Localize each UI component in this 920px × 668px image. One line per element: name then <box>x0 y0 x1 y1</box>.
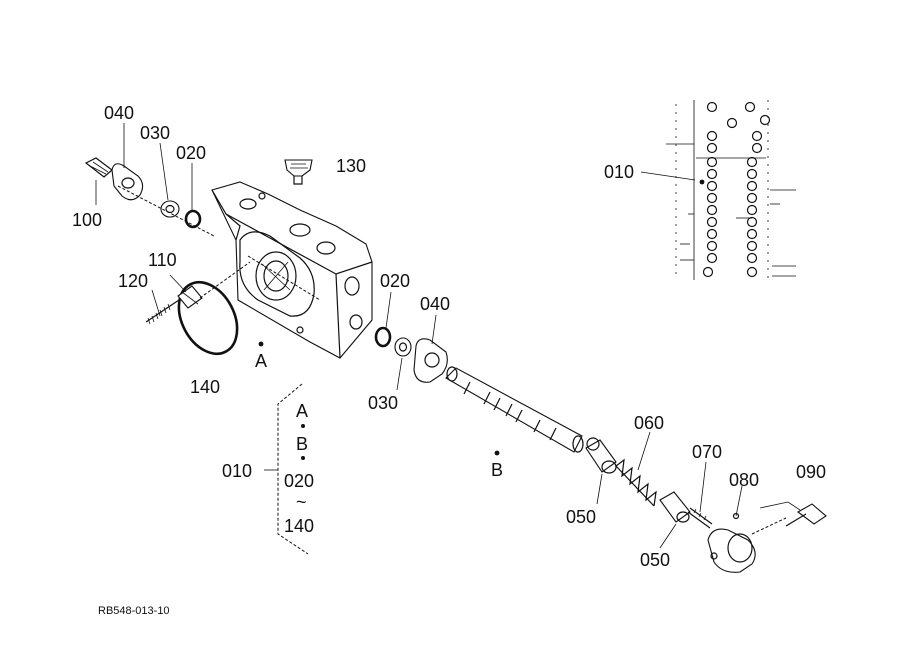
guide-line-1 <box>199 261 251 299</box>
label-060: 060 <box>634 413 664 433</box>
label-040-top: 040 <box>104 103 134 123</box>
cover-080 <box>707 512 756 573</box>
label-130: 130 <box>336 156 366 176</box>
washer-030-mid <box>394 337 412 357</box>
label-100: 100 <box>72 210 102 230</box>
valve-body <box>211 181 373 359</box>
bracket-dot-2 <box>301 456 305 460</box>
dot-A <box>258 341 264 347</box>
spool <box>445 366 584 453</box>
label-030-top: 030 <box>140 123 170 143</box>
plate-040-top <box>111 163 144 201</box>
plug-130 <box>284 159 313 185</box>
seat-050-upper <box>585 437 617 474</box>
label-140: 140 <box>190 377 220 397</box>
oring-020-mid <box>374 326 392 348</box>
bolt-100 <box>84 157 113 178</box>
dot-B <box>494 450 500 456</box>
guide-line-2 <box>117 185 215 237</box>
label-020-top: 020 <box>176 143 206 163</box>
plate-040-mid <box>413 338 448 383</box>
label-010-bracket: 010 <box>222 461 252 481</box>
label-030-mid: 030 <box>368 393 398 413</box>
label-090: 090 <box>796 462 826 482</box>
label-120: 120 <box>118 271 148 291</box>
label-050-a: 050 <box>566 507 596 527</box>
label-010-inset: 010 <box>604 162 634 182</box>
label-070: 070 <box>692 442 722 462</box>
screw-120 <box>145 297 183 325</box>
label-050-b: 050 <box>640 550 670 570</box>
cap-110 <box>177 285 203 309</box>
bracket-item-tilde: ~ <box>296 492 307 512</box>
label-020-mid: 020 <box>380 271 410 291</box>
bracket-item-020: 020 <box>284 471 314 491</box>
bolt-090 <box>751 501 827 535</box>
oring-140 <box>177 280 239 356</box>
washer-030-top <box>160 200 180 218</box>
label-040-mid: 040 <box>420 294 450 314</box>
bracket-dot-1 <box>301 424 305 428</box>
label-A: A <box>255 351 267 371</box>
seat-050-lower <box>659 491 691 523</box>
bracket-item-B: B <box>296 434 308 454</box>
bracket-item-140: 140 <box>284 516 314 536</box>
label-110: 110 <box>148 250 177 270</box>
drawing-code: RB548-013-10 <box>98 605 170 617</box>
bracket-010 <box>264 383 309 555</box>
bolt-070 <box>687 507 713 529</box>
oring-020-top <box>184 209 202 229</box>
label-B: B <box>491 460 503 480</box>
inset-location-chart <box>666 100 796 280</box>
spring-060 <box>615 458 657 507</box>
leader-lines <box>95 123 743 549</box>
bracket-item-A: A <box>296 401 308 421</box>
label-080: 080 <box>729 470 759 490</box>
